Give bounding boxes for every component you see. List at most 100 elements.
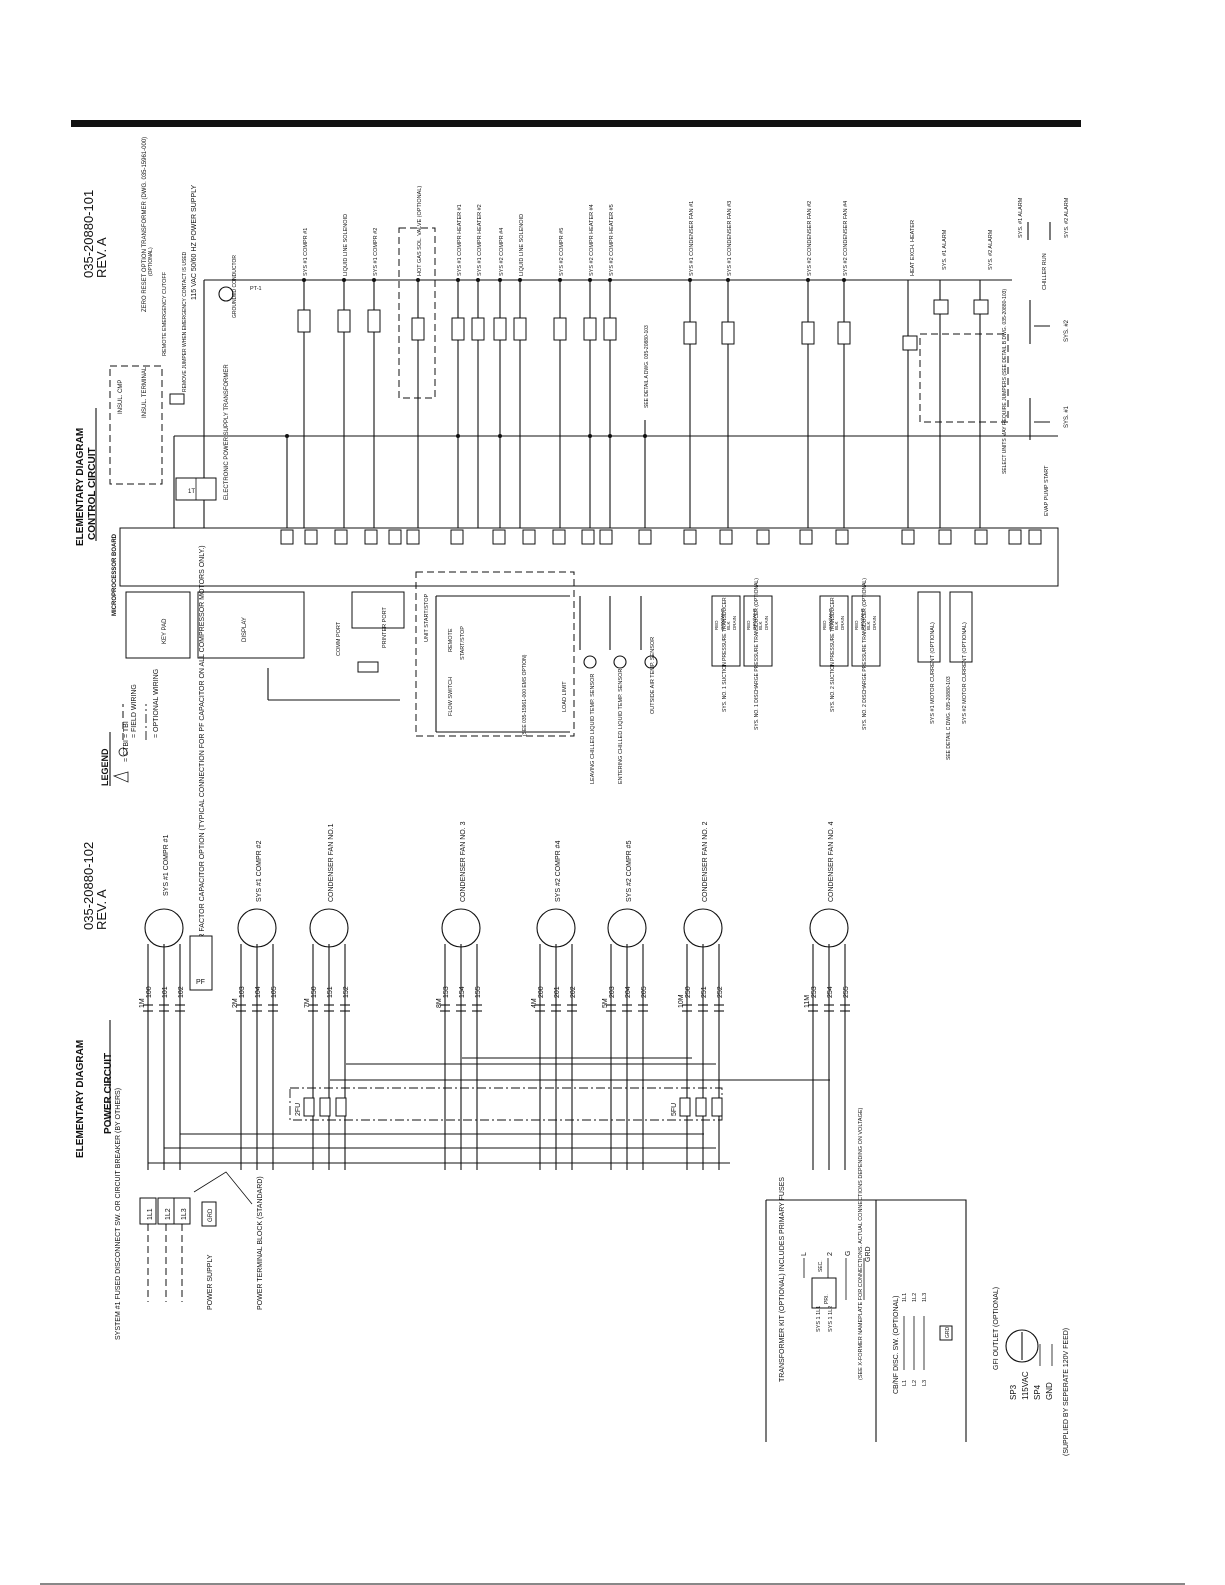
coil-label: LIQUID LINE SOLENOID [343, 214, 349, 276]
svg-text:L1: L1 [902, 1380, 908, 1386]
printer-port [351, 591, 405, 629]
coil-label: SYS #1 CONDENSER FAN #1 [689, 201, 695, 276]
svg-text:1L2: 1L2 [912, 1293, 918, 1302]
terminal-box [638, 529, 652, 545]
contactor-label: 8M [436, 998, 443, 1008]
terminal-box [901, 529, 915, 545]
relay-coil [297, 309, 311, 333]
terminal-box [719, 529, 733, 545]
svg-text:REV. A: REV. A [94, 237, 109, 278]
motor-label: SYS #2 COMPR #5 [626, 840, 633, 902]
wire-color-label: BLK [758, 621, 763, 630]
wire-number: 152 [343, 986, 350, 998]
svg-text:5FU: 5FU [671, 1103, 678, 1116]
svg-text:= CTBI: = CTBI [123, 740, 130, 762]
terminal-box [835, 529, 849, 545]
relay-coil [513, 317, 527, 341]
svg-text:GRD: GRD [945, 1327, 951, 1339]
transducer-label: SYS. NO. 2 SUCTION PRESSURE TRANSDUCER [830, 597, 836, 712]
terminal-box [450, 529, 464, 545]
svg-text:ZERO RESET OPTION TRANSFORMER: ZERO RESET OPTION TRANSFORMER (DWG. 035-… [142, 137, 148, 312]
terminal-box [599, 529, 613, 545]
svg-text:ELECTRONIC POWER SUPPLY TRANSF: ELECTRONIC POWER SUPPLY TRANSFORMER [224, 364, 230, 500]
wire-number: 255 [843, 986, 850, 998]
svg-text:GROUNDED CONDUCTOR: GROUNDED CONDUCTOR [232, 255, 238, 318]
motor-label: CONDENSER FAN NO. 3 [460, 821, 467, 902]
wire-color-label: DRAIN [732, 616, 737, 630]
contactor-label: 1M [139, 998, 146, 1008]
coil-label: SYS #2 CONDENSER FAN #2 [807, 201, 813, 276]
svg-text:GFI OUTLET (OPTIONAL): GFI OUTLET (OPTIONAL) [993, 1287, 1000, 1370]
wire-number: 150 [311, 986, 318, 998]
transducer-label: SYS. NO. 1 SUCTION PRESSURE TRANSDUCER [722, 597, 728, 712]
motor-label: CONDENSER FAN NO.1 [328, 823, 335, 902]
svg-text:L3: L3 [922, 1380, 928, 1386]
coil-label: SYS #2 COMPR HEATER #4 [589, 204, 595, 276]
svg-text:MICROPROCESSOR BOARD: MICROPROCESSOR BOARD [112, 533, 118, 616]
svg-text:1L1: 1L1 [902, 1293, 908, 1302]
svg-text:= FIELD WIRING: = FIELD WIRING [131, 684, 138, 738]
fuse-enclosure [289, 1087, 723, 1121]
terminal-box [304, 529, 318, 545]
relay-coil [683, 321, 697, 345]
motor-current-inputs: SYS #1 MOTOR CURRENT (OPTIONAL) SYS #2 M… [917, 591, 973, 760]
motor-label: SYS #2 COMPR #4 [555, 840, 562, 902]
contactor-label: 11M [804, 995, 811, 1008]
temperature-sensors: LEAVING CHILLED LIQUID TEMP. SENSOR ENTE… [579, 596, 658, 784]
svg-text:1T: 1T [188, 489, 195, 495]
svg-text:1L3: 1L3 [922, 1293, 928, 1302]
gfi-outlet: GFI OUTLET (OPTIONAL) SP3 115VAC SP4 GND… [993, 1287, 1070, 1456]
wire-number: 254 [827, 986, 834, 998]
contactor-label: 4M [531, 998, 538, 1008]
svg-text:= OPTIONAL WIRING: = OPTIONAL WIRING [153, 669, 160, 738]
coil-label: SYS #2 COMPR #5 [559, 228, 565, 276]
contactor-label: 10M [678, 994, 685, 1008]
control-power-supply-label: 115 VAC 50/60 HZ POWER SUPPLY [191, 185, 198, 300]
svg-text:INSUL. CMP: INSUL. CMP [118, 380, 124, 414]
coil-label: HOT GAS SOL. VALVE (OPTIONAL) [417, 186, 423, 276]
motor-icon [607, 908, 647, 948]
wire-number: 100 [146, 986, 153, 998]
terminal-box [492, 529, 506, 545]
coil-label: SYS #1 COMPR #2 [373, 228, 379, 276]
wire-number: 252 [717, 986, 724, 998]
wire-number: 105 [271, 986, 278, 998]
terminal-box [974, 529, 988, 545]
svg-text:1L2: 1L2 [165, 1208, 172, 1220]
svg-text:SEE DETAIL A DWG. 035-20880-10: SEE DETAIL A DWG. 035-20880-103 [644, 325, 650, 408]
control-diagram-title: ELEMENTARY DIAGRAM [75, 428, 86, 546]
svg-text:KEY PAD: KEY PAD [162, 618, 168, 644]
svg-text:REV. A: REV. A [94, 889, 109, 930]
power-doc-number: 035-20880-102 REV. A [81, 842, 109, 930]
control-diagram-subtitle: CONTROL CIRCUIT [87, 447, 98, 540]
coil-label: LIQUID LINE SOLENOID [519, 214, 525, 276]
svg-text:TRANSFORMER KIT (OPTIONAL) INC: TRANSFORMER KIT (OPTIONAL) INCLUDES PRIM… [779, 1177, 786, 1382]
relay-coil [603, 317, 617, 341]
svg-text:L: L [801, 1252, 808, 1256]
svg-text:= TBI: = TBI [123, 721, 130, 738]
wire-number: 203 [609, 986, 616, 998]
wire-number: 251 [701, 986, 708, 998]
wire-number: 204 [625, 986, 632, 998]
svg-text:CB/NF DISC. SW. (OPTIONAL): CB/NF DISC. SW. (OPTIONAL) [893, 1296, 900, 1394]
motor-label: CONDENSER FAN NO. 2 [702, 821, 709, 902]
svg-text:EVAP PUMP START: EVAP PUMP START [1044, 465, 1050, 516]
relay-coil [837, 321, 851, 345]
svg-text:SP3: SP3 [1009, 1384, 1018, 1400]
svg-text:SP4: SP4 [1033, 1384, 1042, 1400]
svg-text:PRI.: PRI. [824, 1294, 830, 1304]
wire-number: 200 [538, 986, 545, 998]
terminal-box [938, 529, 952, 545]
outlet-icon [1005, 1329, 1039, 1363]
wire-number: 155 [475, 986, 482, 998]
terminal-box [799, 529, 813, 545]
wire-number: 101 [162, 986, 169, 998]
wire-color-label: RED [714, 620, 719, 630]
svg-text:GRD: GRD [208, 1208, 214, 1222]
svg-text:SYS #2 MOTOR CURRENT (OPTIONAL: SYS #2 MOTOR CURRENT (OPTIONAL) [962, 622, 968, 724]
svg-text:G: G [845, 1251, 852, 1256]
svg-text:SYS 1 1L2: SYS 1 1L2 [828, 1306, 834, 1332]
relay-coil [471, 317, 485, 341]
svg-text:SELECT UNITS MAY REQUIRE JUMPE: SELECT UNITS MAY REQUIRE JUMPERS (SEE DE… [1002, 289, 1008, 474]
tbi-circle-icon [118, 747, 128, 757]
